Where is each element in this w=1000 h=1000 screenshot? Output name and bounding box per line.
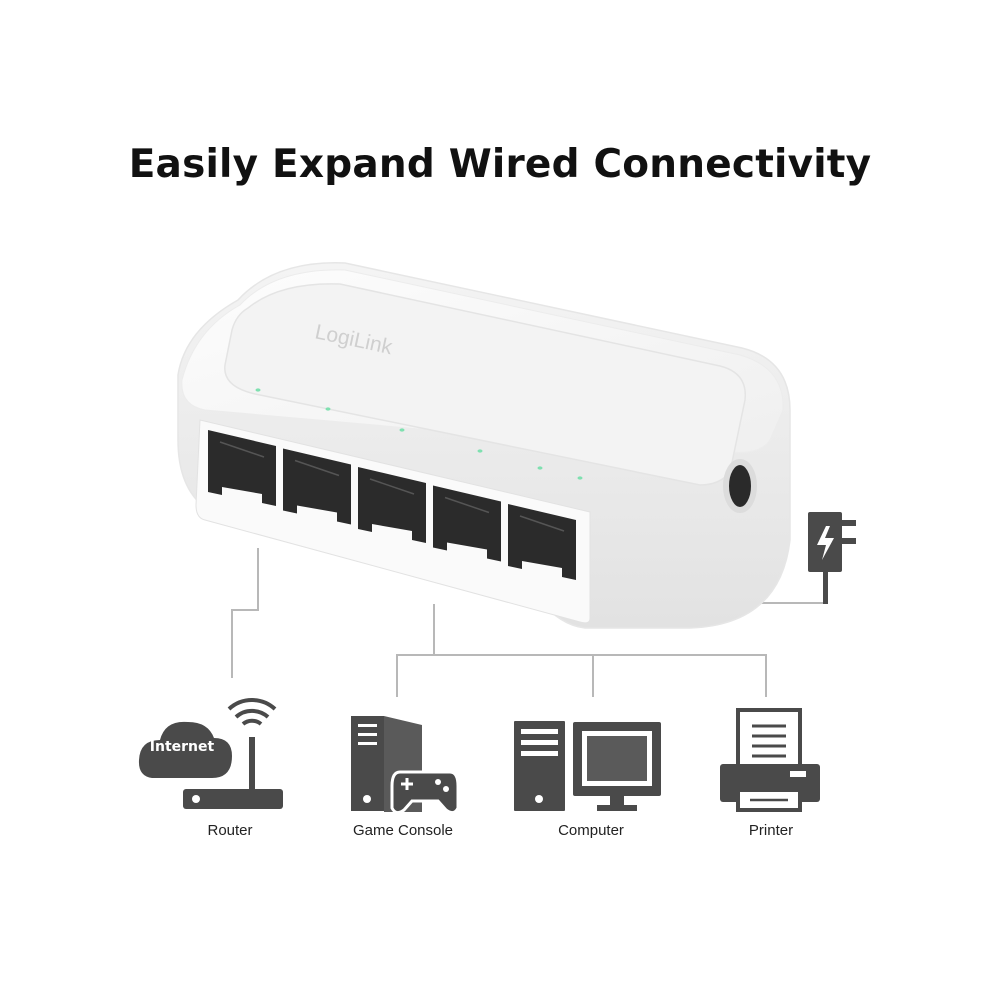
status-led [477, 449, 483, 453]
status-led [399, 428, 405, 432]
cloud-label: Internet [150, 739, 215, 755]
printer-icon [720, 708, 820, 812]
computer-icon [514, 721, 661, 811]
ethernet-port-contacts [294, 459, 340, 477]
cloud-icon [138, 721, 232, 778]
device-label-printer: Printer [748, 822, 794, 839]
ethernet-port-contacts [219, 441, 265, 458]
ethernet-port-contacts [444, 496, 490, 514]
power-adapter-icon [808, 512, 856, 604]
gamepad-icon [390, 770, 460, 815]
status-leds [255, 388, 583, 480]
ethernet-port-contacts [519, 515, 565, 532]
router-link [231, 548, 259, 678]
switch-top-panel [224, 283, 747, 486]
ethernet-port [508, 504, 576, 580]
status-led [577, 476, 583, 480]
ethernet-port [433, 485, 501, 562]
ethernet-port [208, 430, 276, 506]
ethernet-port [283, 448, 351, 525]
network-switch: LogiLink [177, 262, 791, 629]
wifi-signal-icon [241, 718, 263, 726]
status-led [537, 466, 543, 470]
ethernet-port [358, 467, 426, 543]
ethernet-port-contacts [369, 478, 415, 495]
device-label-game-console: Game Console [352, 822, 454, 839]
connection-lines [231, 548, 826, 697]
status-led [325, 407, 331, 411]
headline: Easily Expand Wired Connectivity [128, 142, 872, 187]
status-led [255, 388, 261, 392]
device-label-router: Router [207, 822, 253, 839]
devices-bus [396, 654, 767, 697]
device-label-computer: Computer [558, 822, 624, 839]
game-console-icon [351, 716, 460, 815]
power-jack [723, 459, 757, 513]
router-icon: Internet [138, 698, 283, 809]
ethernet-ports [208, 430, 576, 580]
